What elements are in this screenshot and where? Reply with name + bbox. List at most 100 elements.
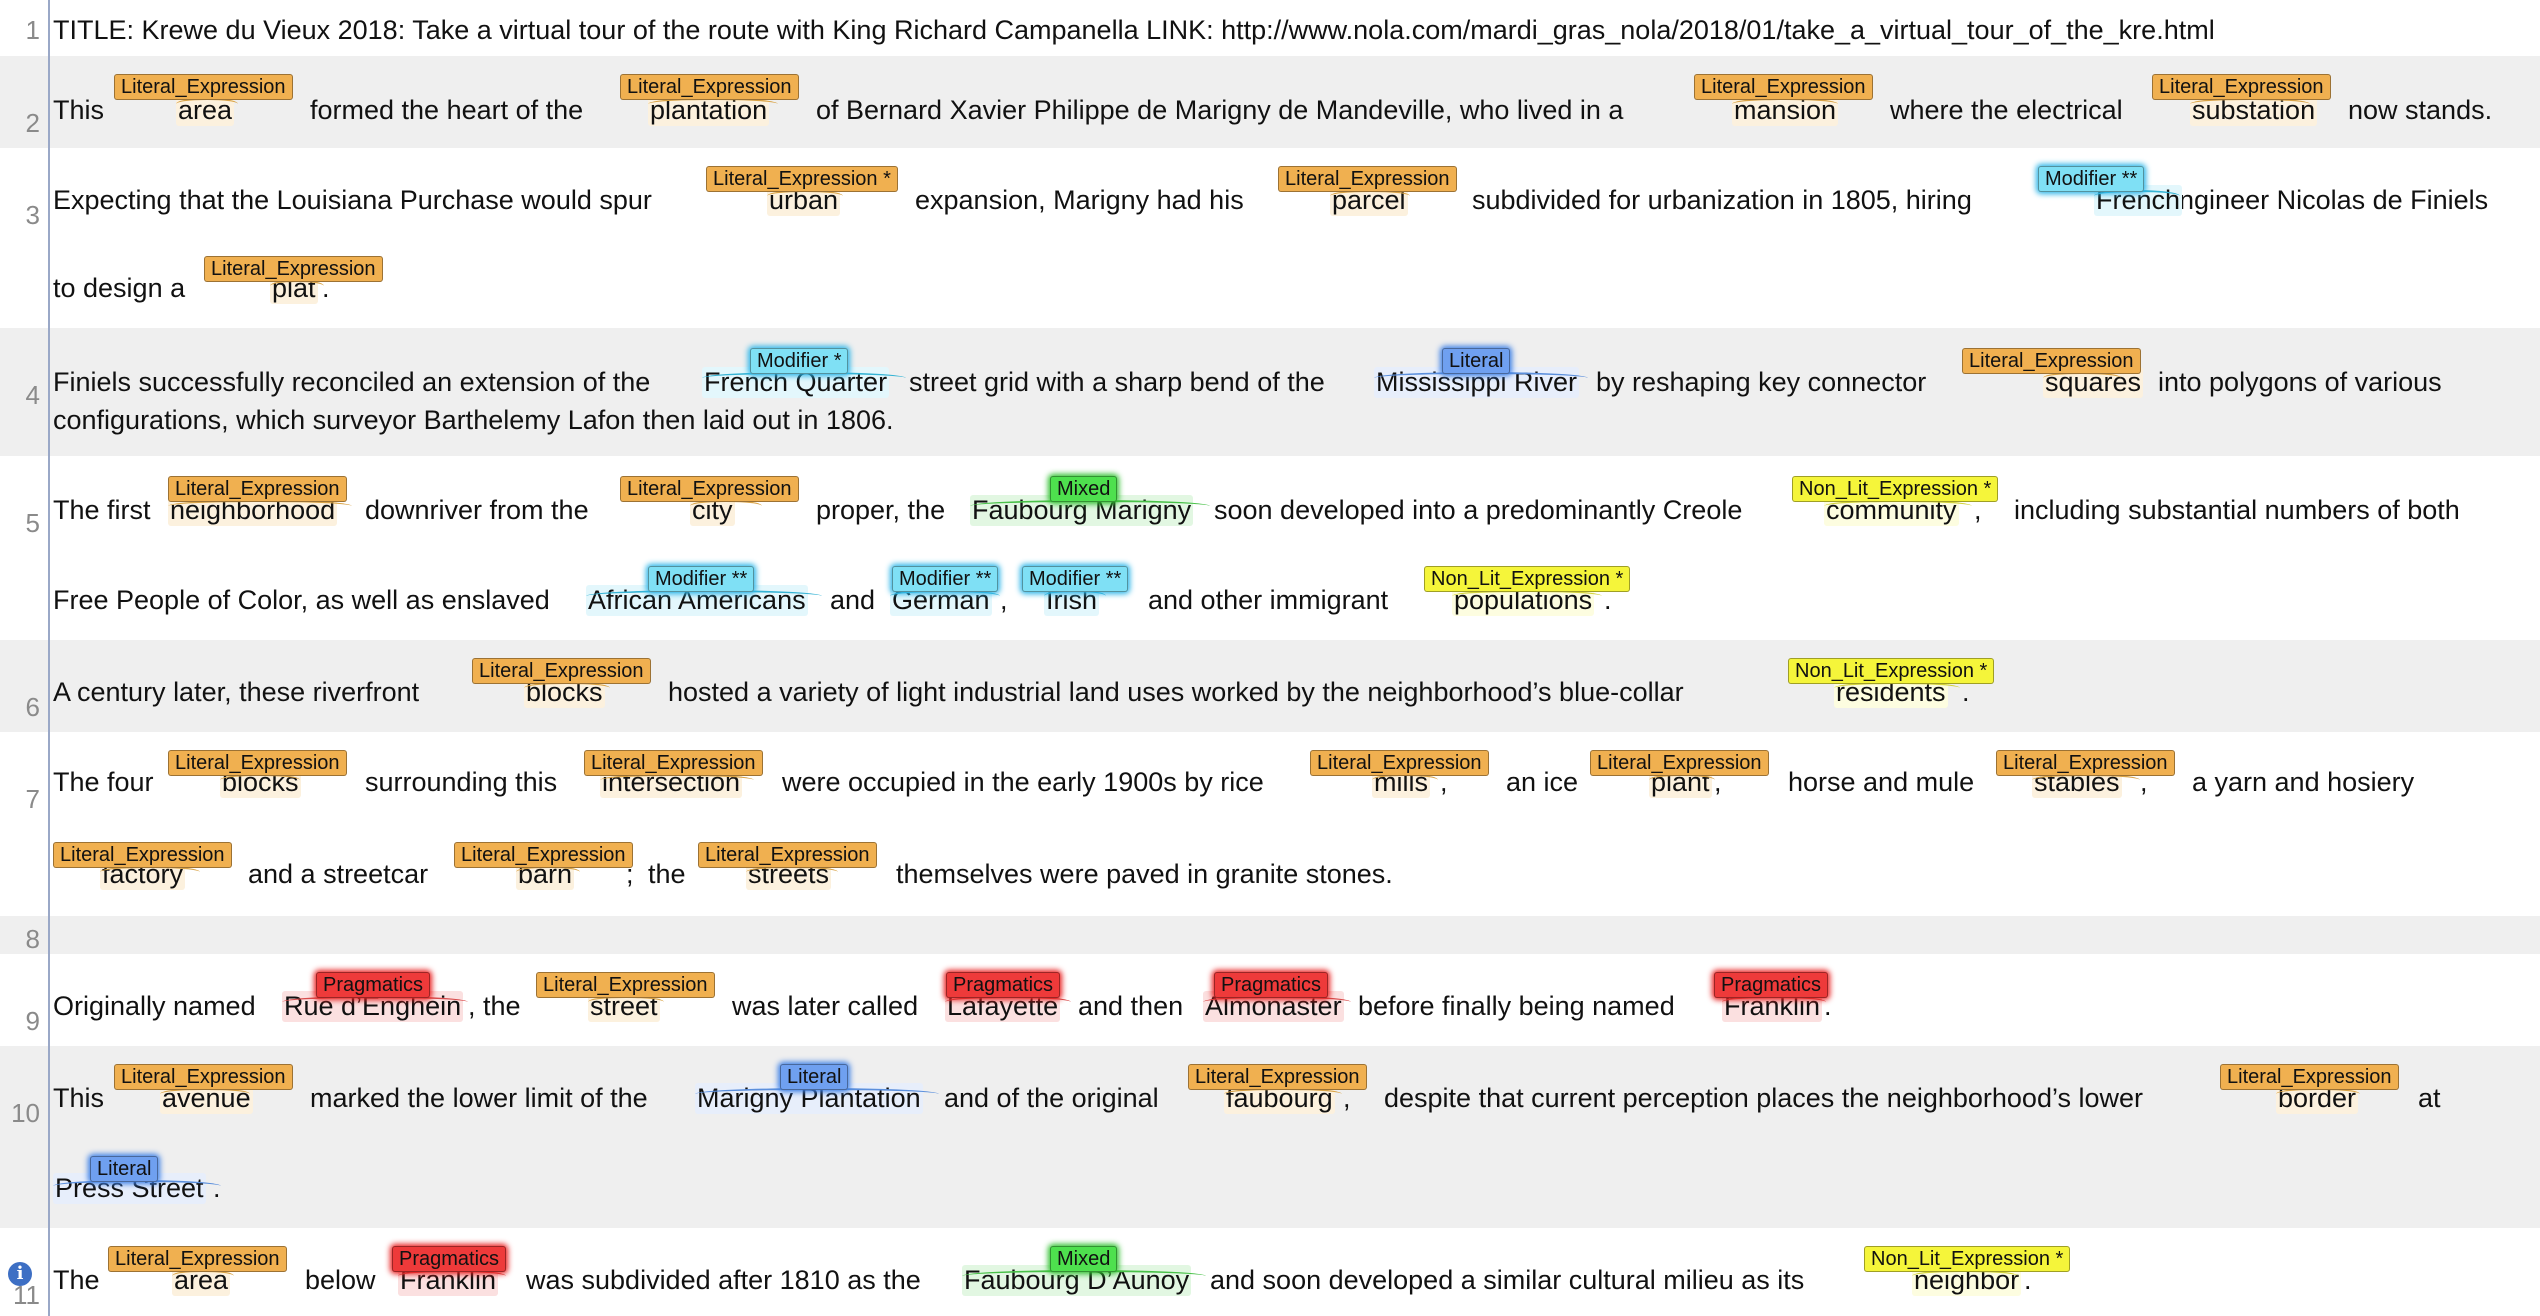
annotation-label[interactable]: Modifier ** [2038, 166, 2145, 192]
annotation-label[interactable]: Literal_Expression [620, 74, 799, 100]
annotation-label[interactable]: Pragmatics [1714, 972, 1829, 998]
title-line: 1 TITLE: Krewe du Vieux 2018: Take a virt… [0, 0, 2540, 56]
line-number: 10 [11, 1098, 40, 1128]
sentence-text: a yarn and hosiery [2192, 767, 2415, 797]
line-gutter: 4 [0, 328, 50, 456]
sentence-text: . [322, 273, 330, 303]
annotation-label[interactable]: Mixed [1050, 1246, 1118, 1272]
sentence-text: Free People of Color, as well as enslave… [53, 585, 550, 615]
annotation-label[interactable]: Literal [1442, 348, 1511, 374]
sentence-text: before finally being named [1358, 991, 1675, 1021]
title-text: TITLE: Krewe du Vieux 2018: Take a virtu… [53, 15, 2215, 45]
sentence-text: . [2024, 1265, 2032, 1295]
annotation-label[interactable]: Literal_Expression [204, 256, 383, 282]
sentence-text: engineer Nicolas de Finiels [2164, 185, 2489, 215]
line-number: 6 [25, 692, 40, 722]
annotation-label[interactable]: Literal_Expression [536, 972, 715, 998]
annotation-label[interactable]: Non_Lit_Expression * [1864, 1246, 2071, 1272]
sentence-text: The first [53, 495, 151, 525]
annotation-label[interactable]: Literal_Expression [168, 750, 347, 776]
sentence-text: , [1440, 767, 1448, 797]
annotation-label[interactable]: Non_Lit_Expression * [1792, 476, 1999, 502]
sentence-text: was later called [732, 991, 919, 1021]
line-gutter: 5 [0, 456, 50, 640]
annotation-label[interactable]: Literal_Expression [1996, 750, 2175, 776]
annotation-label[interactable]: Literal_Expression [1278, 166, 1457, 192]
annotation-label[interactable]: Mixed [1050, 476, 1118, 502]
sentence-text: , the [468, 991, 521, 1021]
sentence-text: street grid with a sharp bend of the [909, 367, 1325, 397]
annotation-label[interactable]: Non_Lit_Expression * [1788, 658, 1995, 684]
sentence-text: subdivided for urbanization in 1805, hir… [1472, 185, 1972, 215]
annotation-label[interactable]: Literal_Expression [584, 750, 763, 776]
annotation-label[interactable]: Literal_Expression [2220, 1064, 2399, 1090]
line-number: 5 [25, 508, 40, 538]
annotation-label[interactable]: Literal_Expression [698, 842, 877, 868]
sentence-text: and then [1078, 991, 1184, 1021]
annotation-label[interactable]: Literal_Expression [1694, 74, 1873, 100]
sentence-text: despite that current perception places t… [1384, 1083, 2143, 1113]
sentence-text: . [1604, 585, 1612, 615]
annotation-label[interactable]: Literal_Expression [1310, 750, 1489, 776]
sentence-text: now stands. [2348, 95, 2493, 125]
line-gutter: 7 [0, 732, 50, 916]
line-gutter: 6 [0, 640, 50, 732]
sentence-text: . [1824, 991, 1832, 1021]
annotation-label[interactable]: Modifier ** [1022, 566, 1129, 592]
annotation-label[interactable]: Literal_Expression [53, 842, 232, 868]
annotation-label[interactable]: Literal_Expression [108, 1246, 287, 1272]
annotation-label[interactable]: Non_Lit_Expression * [1424, 566, 1631, 592]
sentence-text: The [53, 1265, 100, 1295]
sentence-line: 2 [0, 56, 2540, 148]
annotation-label[interactable]: Literal_Expression [620, 476, 799, 502]
sentence-text: and soon developed a similar cultural mi… [1210, 1265, 1805, 1295]
sentence-text: , [1714, 767, 1722, 797]
sentence-text: below [305, 1265, 376, 1295]
info-icon[interactable]: i [8, 1262, 32, 1286]
annotation-label[interactable]: Literal [90, 1156, 159, 1182]
annotation-label[interactable]: Modifier ** [648, 566, 755, 592]
annotation-label[interactable]: Modifier * [750, 348, 849, 374]
annotation-label[interactable]: Literal_Expression [454, 842, 633, 868]
sentence-text: and a streetcar [248, 859, 429, 889]
line-number: 1 [25, 15, 40, 45]
annotation-label[interactable]: Literal_Expression [114, 74, 293, 100]
sentence-text: of Bernard Xavier Philippe de Marigny de… [816, 95, 1624, 125]
sentence-text: , [1343, 1083, 1351, 1113]
sentence-text: were occupied in the early 1900s by rice [782, 767, 1264, 797]
sentence-text: marked the lower limit of the [310, 1083, 648, 1113]
sentence-text: the [648, 859, 686, 889]
annotation-label[interactable]: Literal_Expression [472, 658, 651, 684]
sentence-text: . [1962, 677, 1970, 707]
line-number: 3 [25, 200, 40, 230]
sentence-text: downriver from the [365, 495, 589, 525]
line-gutter: 8 [0, 916, 50, 954]
annotation-label[interactable]: Pragmatics [316, 972, 431, 998]
sentence-text: A century later, these riverfront [53, 677, 420, 707]
annotation-label[interactable]: Literal_Expression [1962, 348, 2141, 374]
annotation-label[interactable]: Literal_Expression * [706, 166, 898, 192]
annotation-label[interactable]: Literal_Expression [2152, 74, 2331, 100]
sentence-text: at [2418, 1083, 2441, 1113]
annotation-label[interactable]: Pragmatics [392, 1246, 507, 1272]
annotation-label[interactable]: Literal_Expression [1590, 750, 1769, 776]
annotation-label[interactable]: Literal_Expression [114, 1064, 293, 1090]
annotation-label[interactable]: Literal_Expression [168, 476, 347, 502]
sentence-line: 6 [0, 640, 2540, 732]
annotation-label[interactable]: Pragmatics [1214, 972, 1329, 998]
line-number: 4 [25, 380, 40, 410]
annotation-label[interactable]: Modifier ** [892, 566, 999, 592]
sentence-text: soon developed into a predominantly Creo… [1214, 495, 1743, 525]
sentence-text: horse and mule [1788, 767, 1975, 797]
line-number: 9 [25, 1006, 40, 1036]
sentence-text: was subdivided after 1810 as the [526, 1265, 921, 1295]
sentence-text: configurations, which surveyor Barthelem… [53, 405, 894, 435]
sentence-line: 8 [0, 916, 2540, 954]
annotation-label[interactable]: Pragmatics [946, 972, 1061, 998]
sentence-text: including substantial numbers of both [2014, 495, 2460, 525]
annotation-label[interactable]: Literal_Expression [1188, 1064, 1367, 1090]
sentence-text: into polygons of various [2158, 367, 2442, 397]
annotation-label[interactable]: Literal [780, 1064, 849, 1090]
sentence-text: The four [53, 767, 154, 797]
